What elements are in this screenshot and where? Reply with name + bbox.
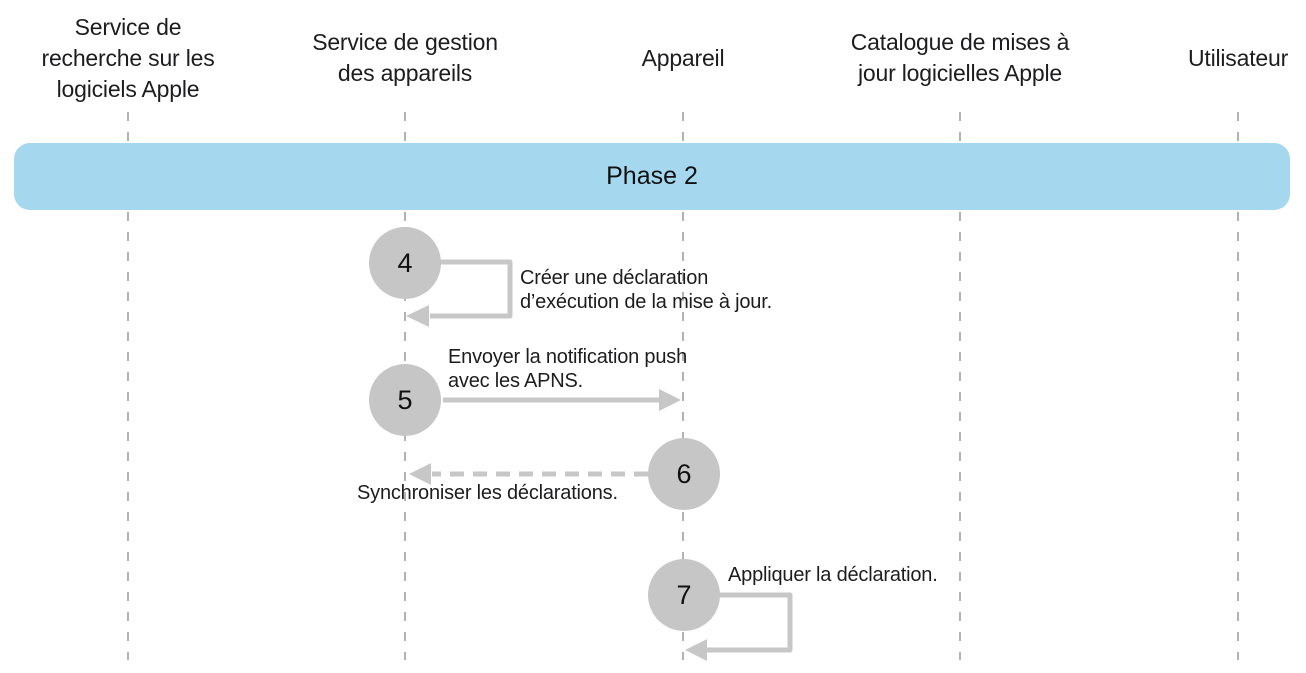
message-line: Envoyer la notification push [448,346,687,368]
step6-message: Synchroniser les déclarations. [357,481,618,505]
actor-header-service-recherche: Service de recherche sur les logiciels A… [0,0,260,116]
actor-label-line: recherche sur les [41,44,215,71]
actor-label-line: Catalogue de mises à [850,29,1070,55]
step6-dashed-arrow [409,463,648,485]
actor-label-line: Service de [74,13,182,40]
arrowhead-right-icon [659,389,681,411]
actor-label-line: Utilisateur [1187,44,1289,71]
actor-label-line: logiciels Apple [56,75,200,102]
phase-label: Phase 2 [606,162,698,190]
actor-header-service-gestion: Service de gestion des appareils [273,0,537,116]
step7-self-loop-arrow [684,592,793,661]
step-circle-6: 6 [648,438,720,510]
step5-solid-arrow [443,389,681,411]
lifeline-service-recherche [127,112,129,660]
actor-label-line: jour logicielles Apple [857,60,1062,86]
step-circle-7: 7 [648,559,720,631]
message-line: avec les APNS. [448,370,584,392]
phase-banner: Phase 2 [14,143,1290,210]
step5-message: Envoyer la notification push avec les AP… [448,345,687,393]
step4-message: Créer une déclaration d’exécution de la … [520,266,772,314]
lifeline-catalogue [959,112,961,660]
actor-header-catalogue: Catalogue de mises à jour logicielles Ap… [828,0,1092,116]
message-line: d’exécution de la mise à jour. [520,291,772,313]
message-line: Appliquer la déclaration. [728,564,938,586]
step-number: 4 [397,247,413,278]
step-number: 5 [397,384,413,415]
self-loop-line [684,592,793,653]
actor-header-appareil: Appareil [551,0,815,116]
step7-message: Appliquer la déclaration. [728,563,938,587]
step-circle-4: 4 [369,227,441,299]
message-line: Créer une déclaration [520,267,709,289]
step4-self-loop-arrow [405,259,513,327]
message-line: Synchroniser les déclarations. [357,482,618,504]
lifeline-appareil [682,112,684,660]
arrowhead-left-icon [409,463,431,485]
step-circle-5: 5 [369,364,441,436]
step-number: 7 [676,579,692,610]
actor-label-line: Service de gestion [312,29,498,55]
step-number: 6 [676,458,692,489]
arrowhead-left-icon [685,639,707,661]
arrowhead-left-icon [406,305,429,327]
self-loop-line [405,259,513,319]
actor-label-line: Appareil [641,44,725,71]
actor-label-line: des appareils [337,60,473,86]
lifeline-utilisateur [1237,112,1239,660]
actor-header-utilisateur: Utilisateur [1106,0,1306,116]
